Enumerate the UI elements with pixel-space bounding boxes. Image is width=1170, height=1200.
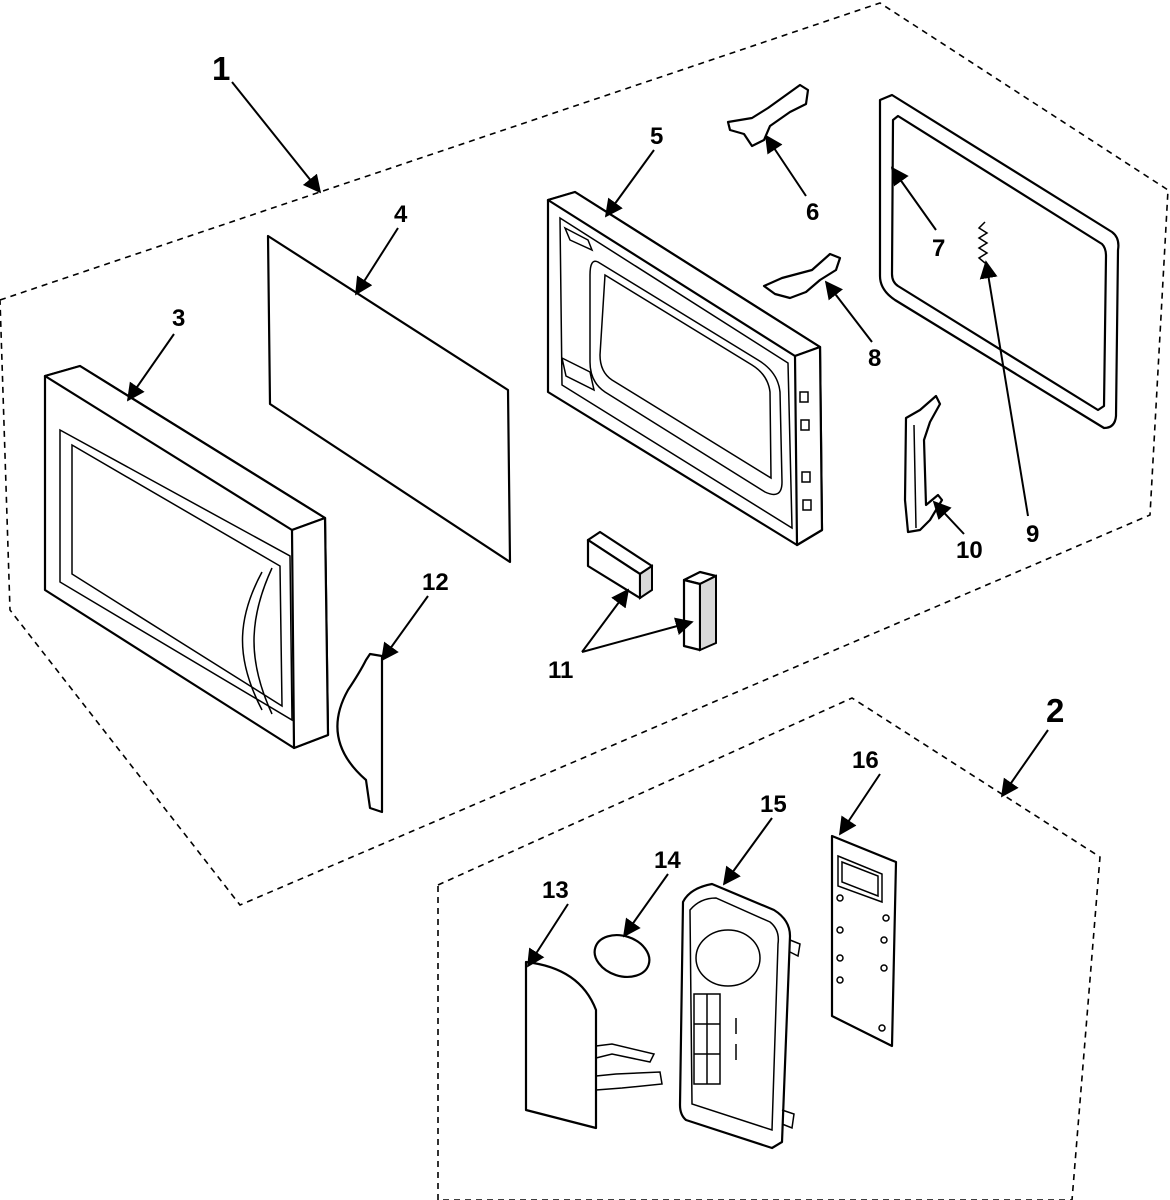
leader-7 xyxy=(890,166,937,231)
spring xyxy=(977,221,989,264)
leader-15 xyxy=(722,817,773,886)
callout-2: 2 xyxy=(1046,692,1064,729)
leader-3 xyxy=(126,333,175,402)
callout-8: 8 xyxy=(868,345,881,372)
leader-12 xyxy=(380,595,429,662)
callout-3: 3 xyxy=(172,305,185,332)
callout-12: 12 xyxy=(422,569,449,596)
leader-6 xyxy=(765,134,807,197)
callout-9: 9 xyxy=(1026,521,1039,548)
leader-10 xyxy=(932,500,965,535)
leader-2 xyxy=(1000,729,1049,798)
door-screen-panel xyxy=(266,234,512,564)
control-panel-housing xyxy=(678,882,801,1150)
group-1-boundary xyxy=(0,2,1169,906)
leader-8 xyxy=(824,280,873,343)
door-choke-seal xyxy=(878,93,1120,430)
control-pcb xyxy=(830,834,898,1048)
display-window xyxy=(593,934,651,978)
leader-9 xyxy=(979,260,1029,517)
leader-11a xyxy=(581,588,630,653)
callout-16: 16 xyxy=(852,747,879,774)
leader-14 xyxy=(622,873,669,938)
leader-4 xyxy=(355,227,399,296)
membrane-keypad xyxy=(524,960,663,1130)
callout-14: 14 xyxy=(654,847,681,874)
door-edge-cover xyxy=(336,652,384,814)
door-frame-front xyxy=(43,364,330,750)
leader-11b xyxy=(581,617,694,653)
callout-1: 1 xyxy=(212,50,230,87)
upper-hinge xyxy=(726,83,810,148)
leader-13 xyxy=(527,903,569,968)
door-inner-frame xyxy=(546,190,824,547)
callout-13: 13 xyxy=(542,877,569,904)
group-2-boundary xyxy=(437,697,1101,1200)
callout-11: 11 xyxy=(548,657,573,684)
callout-4: 4 xyxy=(394,201,408,228)
latch-hook xyxy=(903,394,944,534)
callout-6: 6 xyxy=(806,199,819,226)
leader-16 xyxy=(839,773,881,836)
lower-hinge xyxy=(762,252,842,300)
callout-7: 7 xyxy=(932,235,945,262)
callout-10: 10 xyxy=(956,537,983,564)
leader-1 xyxy=(231,81,322,194)
leader-5 xyxy=(604,149,655,218)
callout-5: 5 xyxy=(650,123,663,150)
callout-15: 15 xyxy=(760,791,787,818)
